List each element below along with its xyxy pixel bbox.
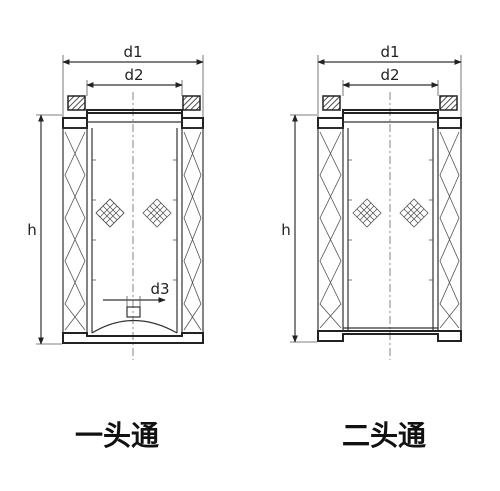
dimension-h: h bbox=[27, 114, 62, 345]
label-d1: d1 bbox=[123, 43, 142, 61]
mesh-pattern-left-2 bbox=[352, 198, 382, 228]
seal-ring-left-2 bbox=[322, 95, 341, 111]
label-h: h bbox=[27, 221, 37, 239]
bottom-end-cap bbox=[62, 332, 204, 344]
mesh-pattern-right bbox=[142, 198, 172, 228]
bottom-dome bbox=[91, 319, 178, 334]
figure-one-end-open: d1 d2 h bbox=[27, 43, 204, 452]
seal-ring-right-2 bbox=[439, 95, 458, 111]
seal-ring-right bbox=[182, 95, 201, 111]
outer-wall-left bbox=[62, 127, 88, 334]
caption-one-end-open: 一头通 bbox=[75, 419, 159, 452]
label-d2-2: d2 bbox=[380, 66, 399, 84]
dimension-d1-2: d1 bbox=[317, 43, 462, 118]
label-d1-2: d1 bbox=[380, 43, 399, 61]
dimension-h-2: h bbox=[281, 114, 317, 343]
dimension-d3: d3 bbox=[103, 280, 170, 316]
label-h-2: h bbox=[281, 221, 291, 239]
pleat-right bbox=[183, 131, 202, 331]
figure-two-end-open: d1 d2 h bbox=[281, 43, 462, 452]
seal-ring-left bbox=[67, 95, 86, 111]
pleat-left-2 bbox=[319, 131, 342, 329]
dimension-d2-2: d2 bbox=[342, 66, 439, 96]
outer-wall-right bbox=[181, 127, 204, 334]
dimension-d1: d1 bbox=[62, 43, 204, 118]
bottom-end-cap-2 bbox=[317, 330, 462, 342]
dimension-d2: d2 bbox=[86, 66, 183, 96]
pleat-right-2 bbox=[439, 131, 460, 329]
label-d3: d3 bbox=[150, 280, 169, 298]
drain-plug bbox=[126, 306, 141, 318]
top-end-cap-2 bbox=[317, 109, 462, 129]
pleat-left bbox=[64, 131, 86, 331]
label-d2: d2 bbox=[124, 66, 143, 84]
caption-two-end-open: 二头通 bbox=[342, 419, 426, 452]
mesh-pattern-right-2 bbox=[399, 198, 429, 228]
mesh-pattern-left bbox=[95, 198, 125, 228]
